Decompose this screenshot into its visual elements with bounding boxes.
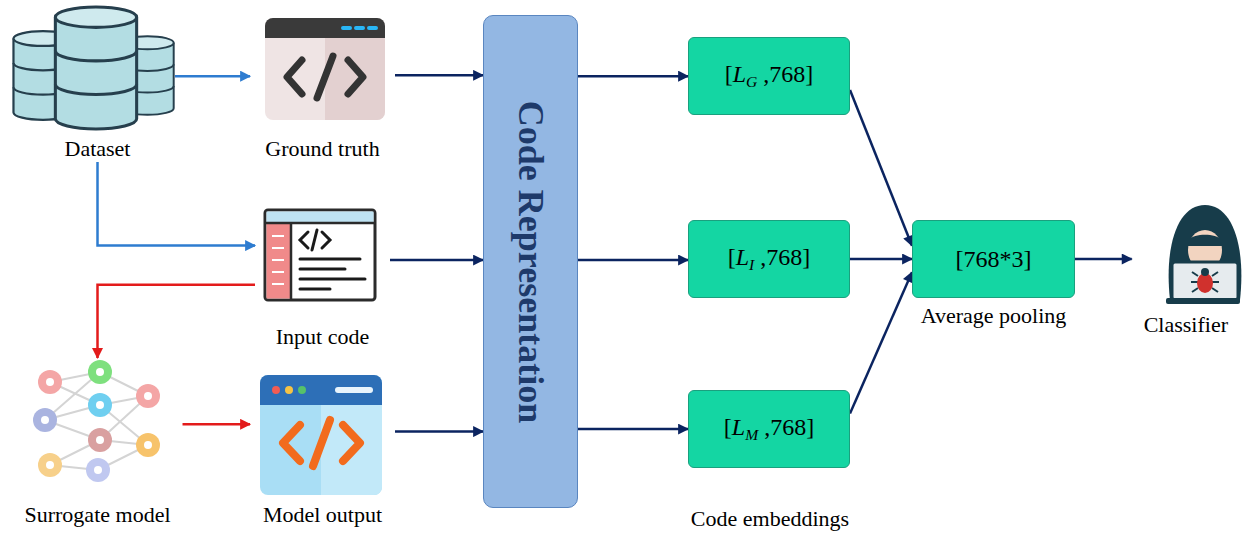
code-window-icon: [265, 210, 375, 300]
icon-part: [260, 375, 382, 495]
hacker-icon: [1166, 205, 1241, 304]
icon-part: [267, 223, 291, 299]
icon-part: [338, 387, 370, 393]
icon-part: [136, 384, 160, 408]
icon-part: [33, 360, 160, 482]
icon-part: [88, 428, 112, 452]
icon-part: [94, 466, 102, 474]
model-output-node: Model output: [250, 370, 395, 528]
icon-part: [1172, 262, 1238, 300]
icon-part: [41, 368, 152, 474]
icon-part: [1166, 298, 1240, 304]
icon-part: [144, 392, 152, 400]
node-label: Model output: [263, 502, 382, 528]
flow-arrow: [98, 285, 256, 358]
icon-part: [300, 230, 330, 250]
node-label: Input code: [276, 324, 369, 350]
node-label: Surrogate model: [24, 502, 170, 528]
flow-arrow: [850, 258, 912, 261]
icon-part: [33, 408, 57, 432]
node-label: Ground truth: [265, 136, 379, 162]
pooling-box: [768*3]Average pooling: [912, 220, 1075, 298]
icon-part: [260, 375, 382, 405]
icon-part: [283, 420, 360, 466]
icon-part: [265, 210, 375, 300]
embedding-box: [LI ,768]: [688, 220, 850, 298]
icon-part: [1169, 205, 1242, 300]
code-output-icon: [260, 375, 382, 495]
representation-band: Code Representation: [483, 15, 578, 508]
node-label: Dataset: [65, 136, 131, 162]
flow-arrow: [98, 162, 256, 246]
icon-part: [285, 386, 293, 394]
icon-part: [287, 56, 363, 98]
icon-part: [300, 259, 365, 289]
flow-arrow: [578, 75, 688, 78]
icon-part: [1188, 235, 1222, 246]
icon-part: [41, 416, 49, 424]
icon-part: [55, 7, 136, 129]
ground-truth-node: Ground truth: [250, 10, 395, 162]
icon-part: [88, 360, 112, 384]
icon-part: [96, 401, 104, 409]
icon-part: [86, 458, 110, 482]
flow-arrow: [390, 259, 483, 262]
icon-part: [144, 441, 152, 449]
surrogate-model-node: Surrogate model: [12, 358, 182, 528]
node-label: [768*3]: [956, 246, 1032, 273]
flow-arrow: [850, 90, 912, 246]
axis-caption: Code embeddings: [691, 506, 849, 532]
database-icon: [13, 7, 173, 129]
icon-part: [46, 378, 54, 386]
icon-part: [1201, 268, 1209, 276]
neural-network-icon: [33, 360, 160, 482]
flow-arrow: [850, 272, 912, 413]
icon-part: [46, 461, 54, 469]
input-code-node: Input code: [255, 205, 390, 350]
node-label: Classifier: [1144, 312, 1228, 338]
code-file-icon: [265, 18, 385, 120]
dataset-icon-node: Dataset: [20, 0, 175, 162]
icon-part: [272, 386, 280, 394]
flow-arrow: [175, 75, 250, 78]
classifier-node: Classifier: [1132, 200, 1240, 338]
icon-part: [343, 26, 376, 30]
node-label: [LI ,768]: [728, 244, 811, 274]
embedding-box: [LG ,768]: [688, 37, 850, 115]
icon-part: [38, 370, 62, 394]
icon-part: [272, 236, 284, 284]
icon-part: [265, 18, 385, 120]
icon-part: [325, 38, 385, 120]
node-label: [LM ,768]: [724, 414, 814, 444]
icon-part: [267, 212, 374, 223]
flow-arrow: [1075, 258, 1132, 261]
flow-arrow: [395, 74, 483, 77]
node-label: [LG ,768]: [725, 61, 814, 91]
icon-part: [96, 368, 104, 376]
flow-arrow: [183, 423, 250, 426]
icon-part: [96, 436, 104, 444]
icon-part: [298, 386, 306, 394]
icon-part: [265, 223, 375, 300]
embedding-box: [LM ,768]: [688, 390, 850, 468]
flow-arrow: [578, 259, 688, 262]
icon-part: [38, 453, 62, 477]
flow-arrow: [395, 430, 483, 433]
icon-part: [136, 433, 160, 457]
box-heading: Average pooling: [921, 303, 1067, 329]
icon-part: [265, 18, 385, 38]
node-label: Code Representation: [510, 100, 552, 422]
flow-arrow: [578, 428, 688, 431]
icon-part: [88, 393, 112, 417]
